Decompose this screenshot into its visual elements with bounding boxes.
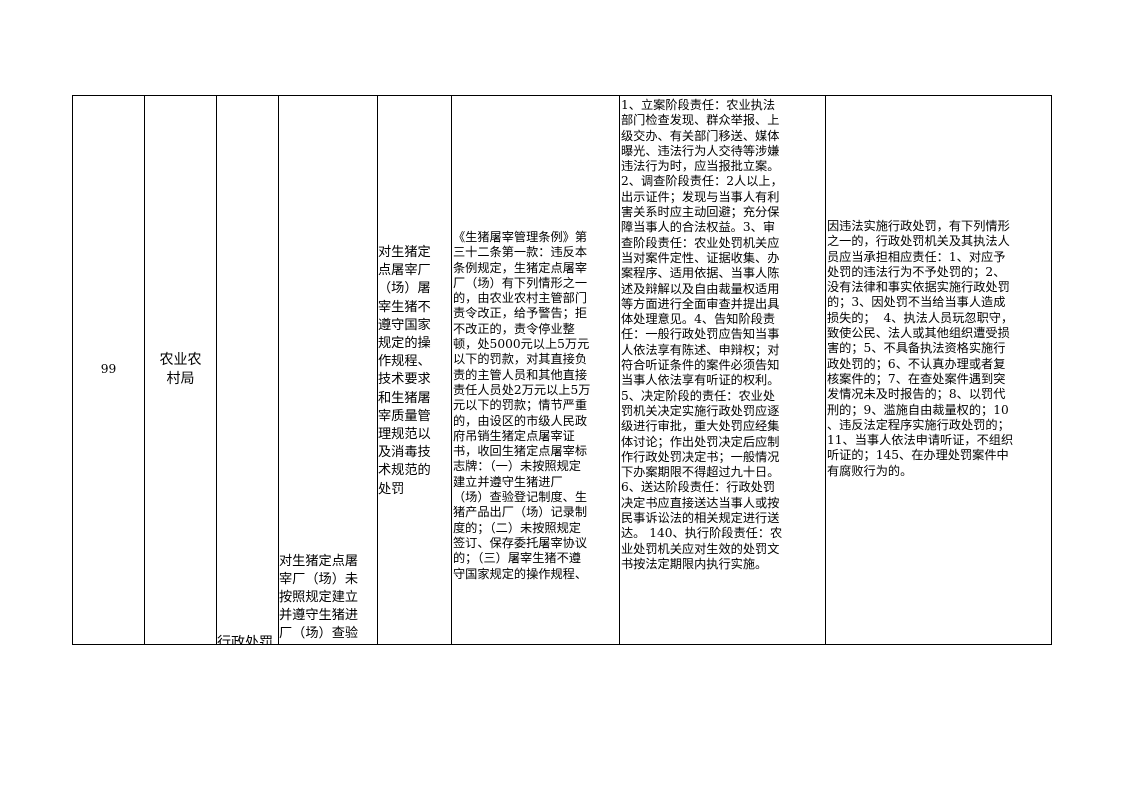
category-cell: 行政处罚: [217, 635, 273, 645]
seq-cell: 99: [100, 362, 117, 377]
col-divider-5: [451, 95, 452, 645]
col-divider-3: [278, 95, 279, 645]
power-list-table: 99 农业农 村局 行政处罚 对生猪定点屠 宰厂（场）未 按照规定建立 并遵守生…: [72, 95, 1052, 645]
table-top-border-right: [825, 95, 1052, 96]
col-divider-7: [825, 95, 826, 645]
item-name-cell: 对生猪定点屠 宰厂（场）未 按照规定建立 并遵守生猪进 厂（场）查验: [279, 554, 359, 641]
col-divider-1: [144, 95, 145, 645]
table-top-border: [72, 95, 825, 96]
responsibility-cell: 1、立案阶段责任：农业执法 部门检查发现、群众举报、上 级交办、有关部门移送、媒…: [621, 98, 783, 571]
table-left-border: [72, 95, 73, 645]
col-divider-2: [216, 95, 217, 645]
col-divider-4: [377, 95, 378, 645]
table-right-border: [1051, 95, 1052, 645]
col-divider-6: [619, 95, 620, 645]
table-bottom-border: [72, 644, 1052, 645]
accountability-cell: 因违法实施行政处罚，有下列情形 之一的，行政处罚机关及其执法人 员应当承担相应责…: [827, 219, 1014, 478]
department-cell: 农业农 村局: [159, 352, 202, 387]
sub-item-cell: 对生猪定 点屠宰厂 （场）屠 宰生猪不 遵守国家 规定的操 作规程、 技术要求 …: [378, 245, 431, 497]
legal-basis-cell: 《生猪屠宰管理条例》第 三十二条第一款：违反本 条例规定，生猪定点屠宰 厂（场）…: [453, 230, 591, 581]
